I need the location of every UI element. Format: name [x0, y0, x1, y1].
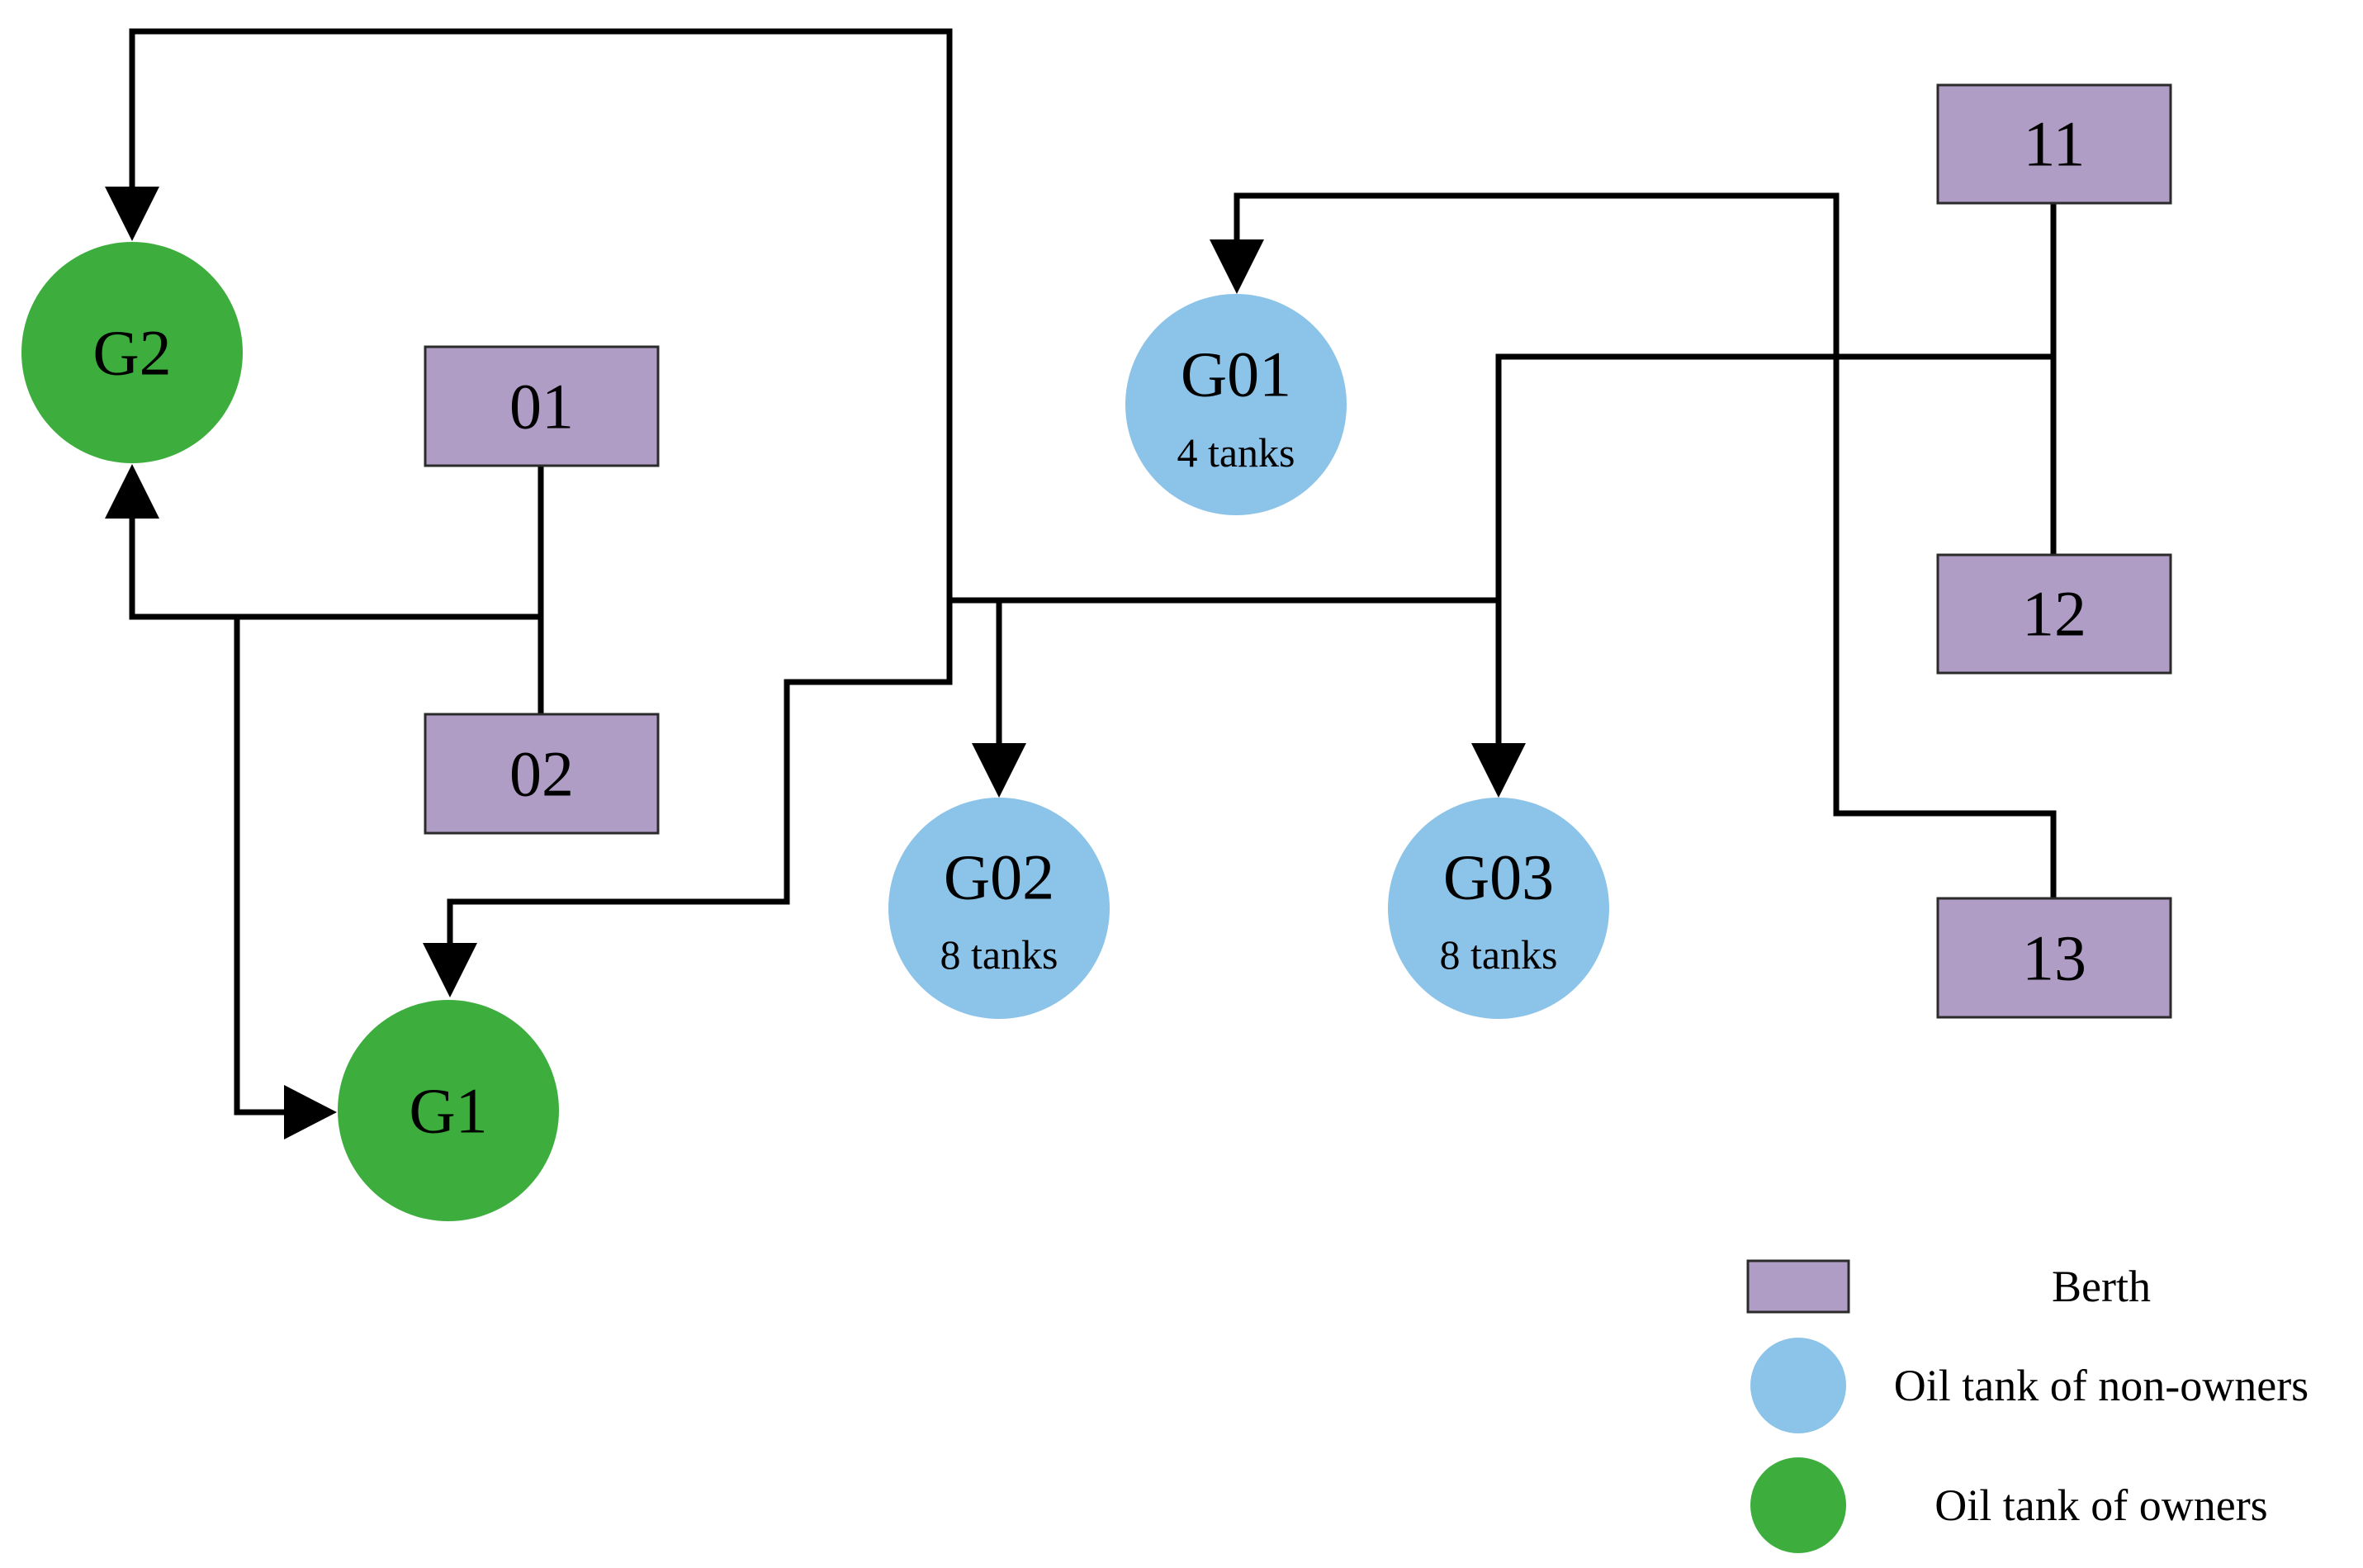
arrowhead-g2-bottom	[105, 464, 159, 519]
tank-g1-shape	[338, 1000, 559, 1221]
berth-01: 01	[424, 345, 660, 467]
berth-02-label: 02	[509, 738, 574, 810]
pipe-berth13-to-g01	[1234, 192, 2057, 902]
berth-13-box	[1936, 897, 2172, 1019]
berth-02-box	[424, 713, 660, 835]
legend-berth-label: Berth	[2052, 1262, 2151, 1311]
berth-11: 11	[1936, 83, 2172, 205]
berth-13-label: 13	[2022, 922, 2086, 994]
arrowhead-g01	[1210, 239, 1264, 294]
pipe-junction-to-g1	[447, 575, 953, 953]
arrowheads	[105, 187, 1526, 1139]
tank-g01-shape	[1125, 294, 1347, 515]
tank-g01-label: G01	[1181, 339, 1291, 410]
tank-g03-shape	[1388, 798, 1609, 1019]
tank-g03-count: 8 tanks	[1439, 931, 1557, 978]
legend: Berth Oil tank of non-owners Oil tank of…	[1746, 1259, 2309, 1553]
legend-owner-swatch	[1750, 1457, 1846, 1553]
berth-12: 12	[1936, 553, 2172, 675]
legend-non-owner-label: Oil tank of non-owners	[1894, 1361, 2309, 1410]
legend-berth-swatch	[1746, 1259, 1850, 1314]
tank-g02-shape	[888, 798, 1110, 1019]
arrowhead-g1-left	[284, 1085, 337, 1139]
arrowhead-g1-top	[423, 943, 477, 997]
arrowhead-g02	[972, 743, 1026, 798]
arrowhead-g2-top	[105, 187, 159, 241]
tank-g01-count: 4 tanks	[1177, 429, 1295, 476]
berth-11-box	[1936, 83, 2172, 205]
arrowhead-g03	[1471, 743, 1526, 798]
tank-g1-label: G1	[409, 1075, 487, 1147]
legend-item-owner: Oil tank of owners	[1750, 1457, 2268, 1553]
tank-g2: G2	[21, 242, 243, 463]
tank-g2-label: G2	[92, 317, 171, 389]
pipelines	[129, 28, 2057, 1116]
berth-12-box	[1936, 553, 2172, 675]
pipe-berths-to-g2	[129, 507, 544, 620]
berth-11-label: 11	[2023, 108, 2085, 180]
berth-02: 02	[424, 713, 660, 835]
legend-non-owner-swatch	[1750, 1338, 1846, 1433]
pipe-junction-to-g2-top	[129, 28, 953, 685]
legend-owner-label: Oil tank of owners	[1934, 1480, 2267, 1530]
berth-01-label: 01	[509, 371, 574, 443]
tank-g03-label: G03	[1443, 841, 1554, 913]
tank-g02-label: G02	[944, 841, 1054, 913]
tank-g02: G02 8 tanks	[888, 798, 1110, 1019]
berth-01-box	[424, 345, 660, 467]
berth-12-label: 12	[2022, 578, 2086, 650]
tank-g1: G1	[338, 1000, 559, 1221]
berth-13: 13	[1936, 897, 2172, 1019]
pipe-berths-to-g1	[234, 613, 292, 1116]
legend-item-berth: Berth	[1746, 1259, 2151, 1314]
legend-item-non-owner: Oil tank of non-owners	[1750, 1338, 2309, 1433]
tank-g03: G03 8 tanks	[1388, 798, 1609, 1019]
tank-g02-count: 8 tanks	[940, 931, 1058, 978]
tank-g01: G01 4 tanks	[1125, 294, 1347, 515]
tank-g2-shape	[21, 242, 243, 463]
